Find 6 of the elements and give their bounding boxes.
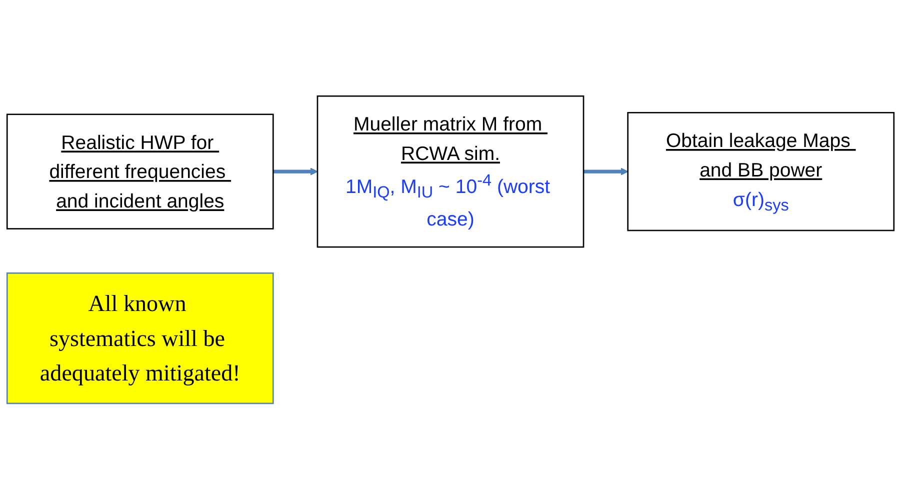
arrow — [584, 167, 628, 176]
arrow — [273, 167, 318, 176]
node-box: Mueller matrix M from RCWA sim. 1M$_{IQ}$, M$_{IU}$ ~ 10$^{-4}$ (worst case) — [316, 95, 584, 248]
node-box: All known systematics will be adequately mitigated! — [6, 272, 274, 404]
node-box: Realistic HWP for different frequencies and incident angles — [6, 113, 274, 230]
node-box: Obtain leakage Maps and BB power σ(r)$_{sys}$ — [627, 112, 895, 231]
